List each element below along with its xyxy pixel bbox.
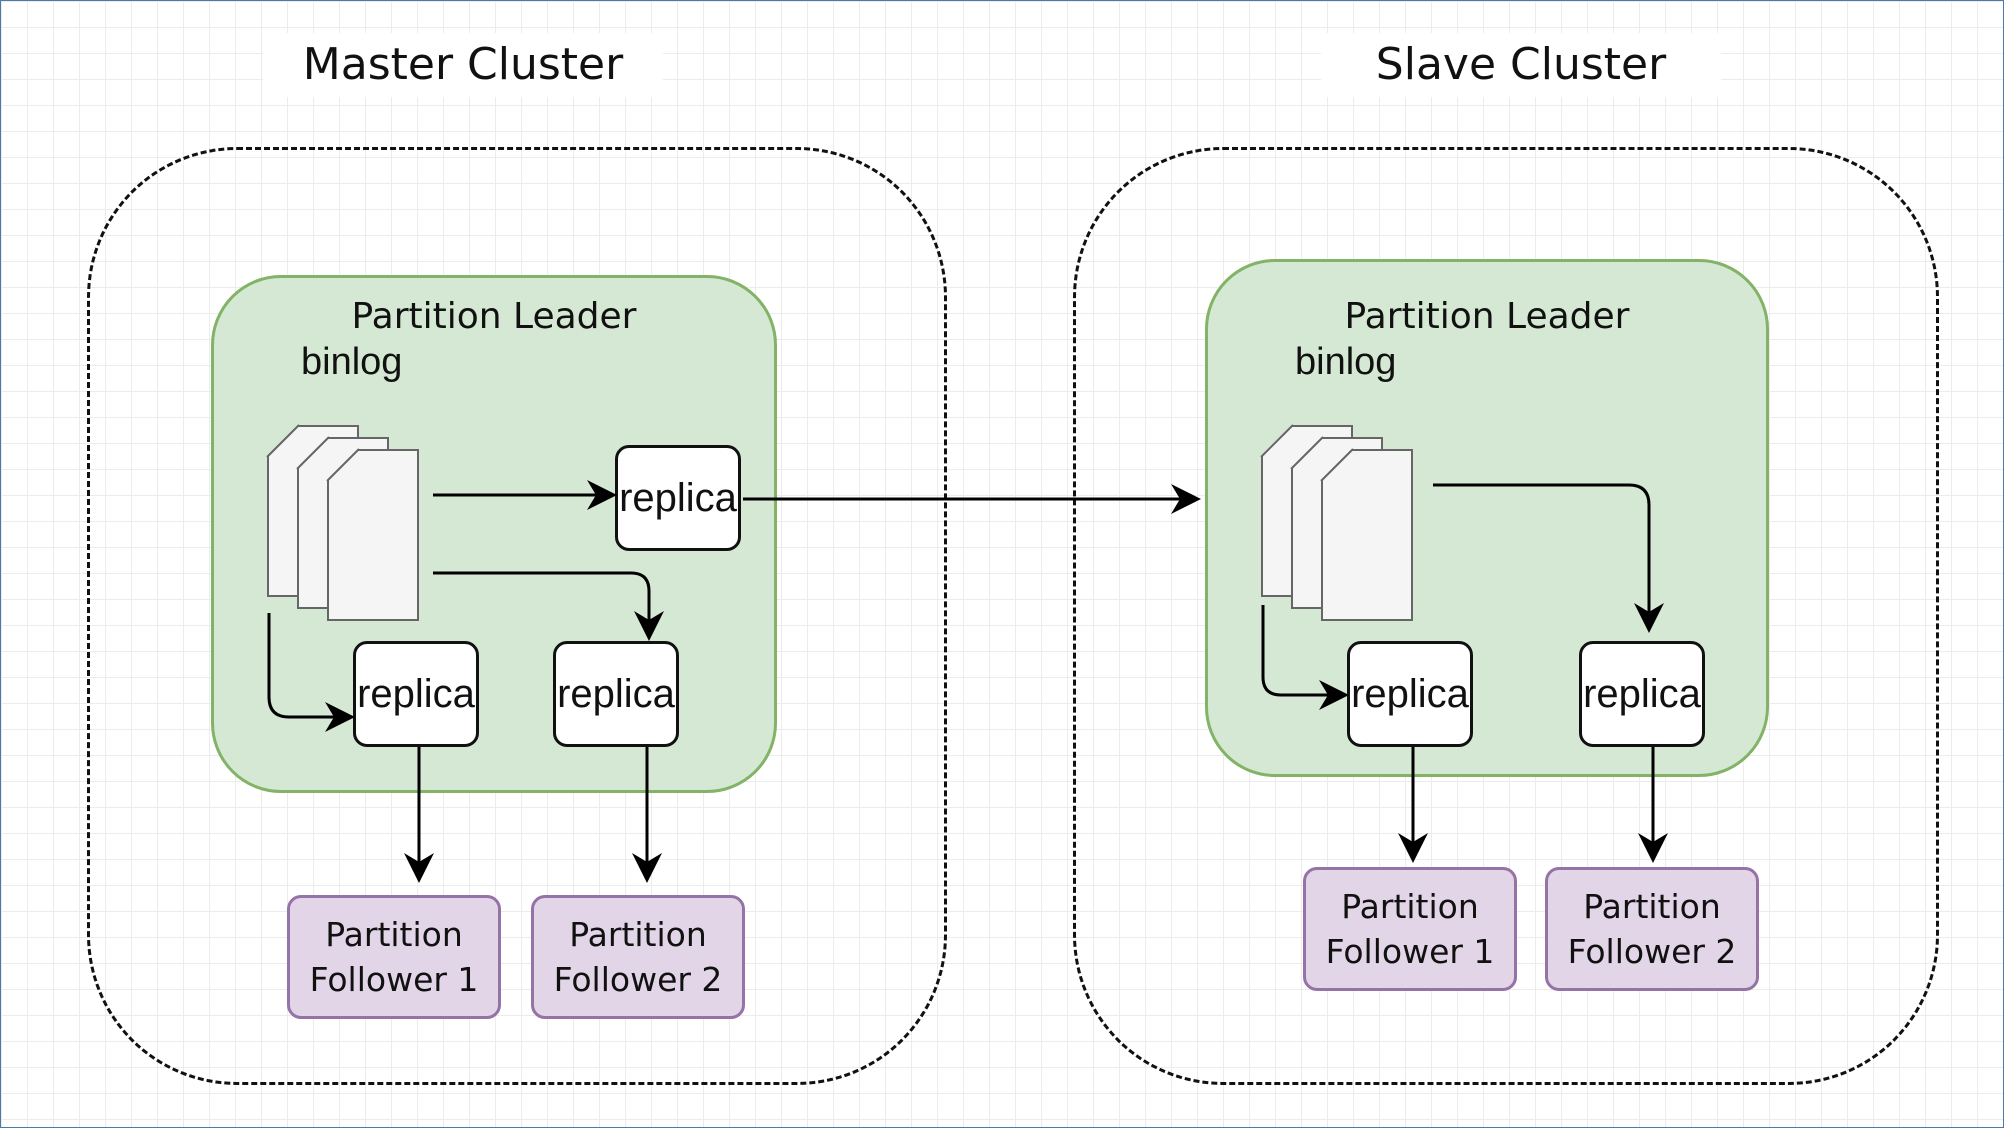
master-cluster-boundary [87, 147, 947, 1085]
master-doc-fold-2 [296, 436, 330, 470]
slave-follower-2-line1: Partition [1583, 887, 1721, 926]
slave-follower-1: Partition Follower 1 [1303, 867, 1517, 991]
master-binlog-file-3 [327, 449, 419, 621]
master-follower-2-line2: Follower 2 [553, 960, 723, 999]
master-follower-1: Partition Follower 1 [287, 895, 501, 1019]
slave-cluster-boundary [1073, 147, 1939, 1085]
master-doc-fold-3 [326, 448, 360, 482]
master-replica-right: replica [553, 641, 679, 747]
master-binlog-label: binlog [301, 341, 403, 383]
slave-follower-2-line2: Follower 2 [1567, 932, 1737, 971]
arrow-master-binlog-to-replica-right [433, 571, 664, 641]
slave-leader-label: Partition Leader [1344, 296, 1630, 337]
slave-binlog-file-3 [1321, 449, 1413, 621]
slave-follower-2: Partition Follower 2 [1545, 867, 1759, 991]
slave-replica-left: replica [1347, 641, 1473, 747]
master-replica-top: replica [615, 445, 741, 551]
master-cluster-title: Master Cluster [263, 33, 663, 97]
master-follower-1-line1: Partition [325, 915, 463, 954]
slave-doc-fold-3 [1320, 448, 1354, 482]
slave-doc-fold-2 [1290, 436, 1324, 470]
master-follower-1-line2: Follower 1 [309, 960, 479, 999]
slave-cluster-title: Slave Cluster [1321, 33, 1721, 97]
slave-follower-1-line1: Partition [1341, 887, 1479, 926]
slave-follower-1-line2: Follower 1 [1325, 932, 1495, 971]
doc-fold-edges [266, 424, 1354, 482]
master-leader-label: Partition Leader [351, 296, 637, 337]
master-follower-2-line1: Partition [569, 915, 707, 954]
slave-binlog-label: binlog [1295, 341, 1397, 383]
master-replica-left: replica [353, 641, 479, 747]
arrow-slave-binlog-to-replica-right [1433, 483, 1664, 633]
arrow-slave-binlog-to-replica-left [1261, 605, 1349, 710]
slave-replica-right: replica [1579, 641, 1705, 747]
slave-doc-fold-1 [1260, 424, 1294, 458]
arrow-master-binlog-to-replica-left [267, 613, 355, 732]
master-follower-2: Partition Follower 2 [531, 895, 745, 1019]
master-doc-fold-1 [266, 424, 300, 458]
